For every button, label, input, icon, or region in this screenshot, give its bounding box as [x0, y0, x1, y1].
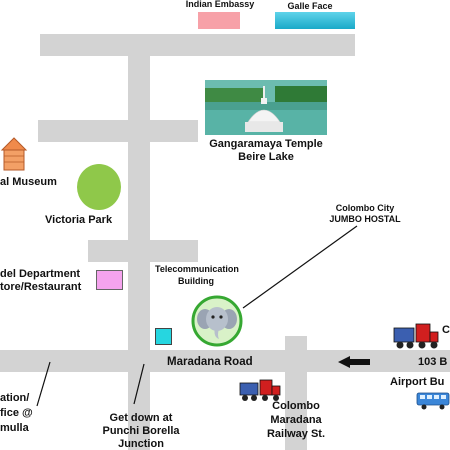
stupa-icon — [245, 86, 283, 132]
station-pointer-line — [36, 361, 51, 407]
victoria-park-shape — [77, 164, 121, 210]
get-down-label-line2: Punchi Borella — [102, 425, 180, 437]
hostel-label-line1: Colombo City — [335, 203, 395, 213]
indian-embassy-block — [198, 12, 240, 29]
department-label-line1: del Department — [0, 268, 81, 280]
get-down-label-line3: Junction — [118, 438, 164, 450]
maradana-road-label: Maradana Road — [167, 356, 253, 368]
museum-label: al Museum — [0, 176, 57, 188]
station-label-line3: mulla — [0, 422, 29, 434]
get-down-pointer-line — [133, 363, 145, 405]
train-icon — [393, 323, 439, 349]
railway-label-line1: Colombo — [272, 400, 320, 412]
indian-embassy-label: Indian Embassy — [185, 0, 255, 9]
road-maradana — [0, 350, 450, 372]
train-icon — [239, 379, 281, 401]
department-label-line2: tore/Restaurant — [0, 281, 82, 293]
elephant-logo-icon — [191, 295, 243, 347]
victoria-park-label: Victoria Park — [45, 214, 113, 226]
train-right-label: C — [442, 324, 450, 336]
telecom-building-block — [155, 328, 172, 345]
railway-label-line2: Maradana — [270, 414, 322, 426]
galle-face-label: Galle Face — [287, 1, 333, 11]
hostel-label-line2: JUMBO HOSTAL — [329, 214, 401, 224]
telecom-label-line1: Telecommunication — [155, 264, 239, 274]
gangaramaya-label-line1: Gangaramaya Temple — [209, 138, 323, 150]
gangaramaya-label-line2: Beire Lake — [238, 151, 294, 163]
station-label-line1: ation/ — [0, 392, 30, 404]
telecom-label-line2: Building — [178, 276, 214, 286]
department-store-block — [96, 270, 123, 290]
road-railway-branch — [285, 336, 307, 450]
airport-bus-label: Airport Bu — [390, 376, 445, 388]
get-down-label-line1: Get down at — [109, 412, 173, 424]
station-label-line2: fice @ — [0, 407, 33, 419]
road-top-horizontal — [40, 34, 355, 56]
road-103-label: 103 B — [418, 356, 448, 368]
road-park-cross — [88, 240, 198, 262]
railway-label-line3: Railway St. — [266, 428, 326, 440]
galle-face-block — [275, 12, 355, 29]
hostel-pointer-line — [242, 225, 358, 309]
gangaramaya-photo — [205, 80, 327, 135]
road-upper-cross — [38, 120, 198, 142]
left-arrow-icon — [338, 356, 370, 368]
house-icon — [0, 137, 28, 171]
bus-icon — [416, 392, 450, 410]
